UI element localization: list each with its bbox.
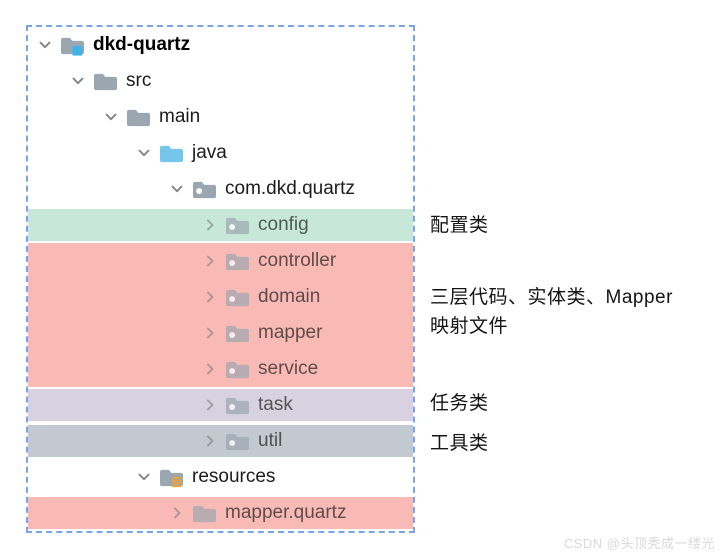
expand-chevron[interactable] xyxy=(131,464,157,490)
package-folder-box xyxy=(223,357,251,381)
chevron-right-icon xyxy=(206,327,214,339)
tree-row-label: task xyxy=(258,394,293,415)
tree-row-dkd-quartz[interactable]: dkd-quartz xyxy=(28,27,413,63)
chevron-right-icon xyxy=(206,219,214,231)
tree-row-label: mapper xyxy=(258,322,323,343)
expand-chevron[interactable] xyxy=(131,140,157,166)
tree-row-label: controller xyxy=(258,250,337,271)
package-folder-icon xyxy=(225,325,249,342)
tree-row-src[interactable]: src xyxy=(28,63,413,99)
tree-row-java[interactable]: java xyxy=(28,135,413,171)
expand-chevron[interactable] xyxy=(197,284,223,310)
expand-chevron[interactable] xyxy=(197,320,223,346)
plain-folder-icon xyxy=(192,505,216,522)
chevron-down-icon xyxy=(39,41,51,49)
chevron-down-icon xyxy=(138,149,150,157)
tree-row-util[interactable]: util xyxy=(28,423,413,459)
tree-row-com.dkd.quartz[interactable]: com.dkd.quartz xyxy=(28,171,413,207)
package-folder-icon xyxy=(192,181,216,198)
chevron-right-icon xyxy=(173,507,181,519)
source-folder-icon xyxy=(159,145,183,162)
package-folder-box xyxy=(223,285,251,309)
expand-chevron[interactable] xyxy=(197,428,223,454)
chevron-down-icon xyxy=(138,473,150,481)
folder-box xyxy=(124,105,152,129)
annotation-three-layers: 三层代码、实体类、Mapper 映射文件 xyxy=(430,287,673,337)
plain-folder-icon xyxy=(126,109,150,126)
tree-row-label: service xyxy=(258,358,319,379)
expand-chevron[interactable] xyxy=(197,356,223,382)
package-folder-icon xyxy=(225,253,249,270)
chevron-right-icon xyxy=(206,255,214,267)
expand-chevron[interactable] xyxy=(197,248,223,274)
tree-row-mapper[interactable]: mapper xyxy=(28,315,413,351)
chevron-right-icon xyxy=(206,399,214,411)
chevron-right-icon xyxy=(206,435,214,447)
project-tree-panel: dkd-quartz xyxy=(26,25,415,533)
package-folder-box xyxy=(223,213,251,237)
folder-box xyxy=(190,501,218,525)
expand-chevron[interactable] xyxy=(197,392,223,418)
resources-folder-box xyxy=(157,465,185,489)
tree-row-label: java xyxy=(192,142,227,163)
chevron-down-icon xyxy=(72,77,84,85)
tree-row-mapper.quartz[interactable]: mapper.quartz xyxy=(28,495,413,531)
package-folder-icon xyxy=(225,289,249,306)
csdn-watermark: CSDN @头顶秃成一缕光 xyxy=(563,536,715,551)
annotation-task: 任务类 xyxy=(430,393,489,414)
tree-row-label: domain xyxy=(258,286,321,307)
tree-row-domain[interactable]: domain xyxy=(28,279,413,315)
expand-chevron[interactable] xyxy=(164,176,190,202)
expand-chevron[interactable] xyxy=(164,500,190,526)
resources-folder-icon xyxy=(159,469,183,487)
package-folder-box xyxy=(223,321,251,345)
expand-chevron[interactable] xyxy=(197,212,223,238)
package-folder-icon xyxy=(225,433,249,450)
tree-row-config[interactable]: config xyxy=(28,207,413,243)
tree-row-task[interactable]: task xyxy=(28,387,413,423)
expand-chevron[interactable] xyxy=(32,32,58,58)
package-folder-box xyxy=(223,393,251,417)
tree-row-main[interactable]: main xyxy=(28,99,413,135)
annotation-config: 配置类 xyxy=(430,215,489,236)
tree-row-label: config xyxy=(258,214,309,235)
package-folder-box xyxy=(223,429,251,453)
tree-row-label: src xyxy=(126,70,152,91)
tree-row-label: resources xyxy=(192,466,276,487)
package-folder-box xyxy=(223,249,251,273)
package-folder-icon xyxy=(225,397,249,414)
tree-row-label: main xyxy=(159,106,201,127)
package-folder-icon xyxy=(225,361,249,378)
tree-row-label: dkd-quartz xyxy=(93,34,191,55)
project-folder-box xyxy=(58,33,86,57)
folder-box xyxy=(91,69,119,93)
tree-row-label: util xyxy=(258,430,283,451)
chevron-down-icon xyxy=(171,185,183,193)
chevron-right-icon xyxy=(206,291,214,303)
chevron-down-icon xyxy=(105,113,117,121)
expand-chevron[interactable] xyxy=(65,68,91,94)
tree-row-resources[interactable]: resources xyxy=(28,459,413,495)
tree-row-label: com.dkd.quartz xyxy=(225,178,355,199)
package-folder-icon xyxy=(225,217,249,234)
source-folder-box xyxy=(157,141,185,165)
tree-row-label: mapper.quartz xyxy=(225,502,347,523)
tree-row-service[interactable]: service xyxy=(28,351,413,387)
annotation-util: 工具类 xyxy=(430,433,489,454)
tree-row-controller[interactable]: controller xyxy=(28,243,413,279)
plain-folder-icon xyxy=(93,73,117,90)
chevron-right-icon xyxy=(206,363,214,375)
package-folder-box xyxy=(190,177,218,201)
project-folder-icon xyxy=(60,37,84,56)
expand-chevron[interactable] xyxy=(98,104,124,130)
